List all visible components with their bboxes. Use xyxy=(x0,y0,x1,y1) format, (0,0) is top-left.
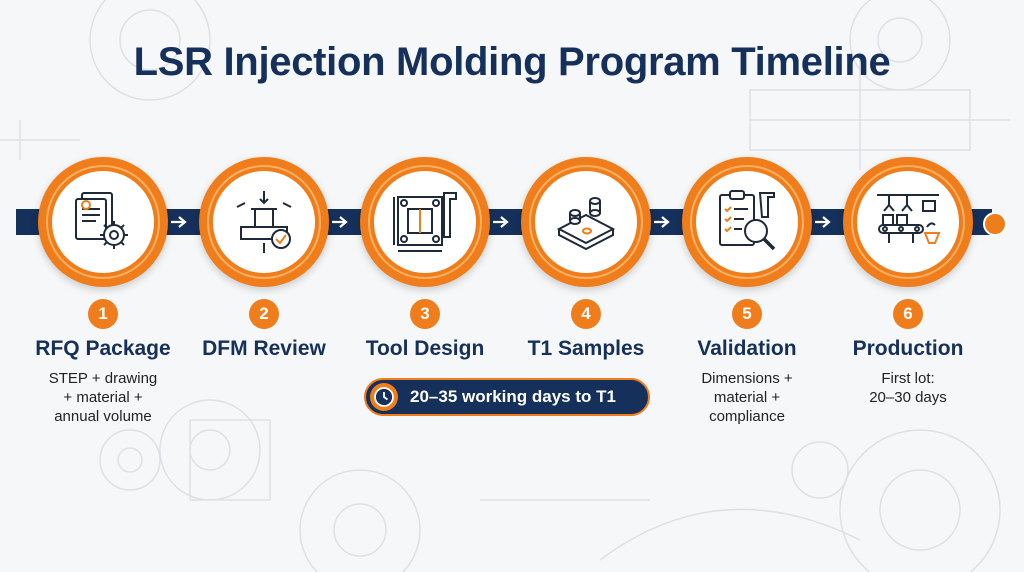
step-3-title: Tool Design xyxy=(365,337,485,360)
mold-blueprint-caliper-icon xyxy=(393,192,457,252)
arrow-right-icon xyxy=(171,216,187,228)
part-check-icon xyxy=(236,191,292,253)
step-4-number: 4 xyxy=(571,299,601,329)
step-3-number: 3 xyxy=(410,299,440,329)
step-6-title: Production xyxy=(852,337,964,360)
molded-parts-icon xyxy=(556,197,616,251)
arrow-right-icon xyxy=(815,216,831,228)
clipboard-magnifier-icon xyxy=(719,190,776,251)
step-4-node xyxy=(521,157,651,287)
production-line-icon xyxy=(877,194,941,244)
step-5-description: Dimensions +material +compliance xyxy=(701,370,793,425)
step-1-node xyxy=(38,157,168,287)
page-title: LSR Injection Molding Program Timeline xyxy=(133,40,891,84)
arrow-right-icon xyxy=(332,216,348,228)
clock-icon xyxy=(374,387,394,407)
step-5-node xyxy=(682,157,812,287)
step-1-title: RFQ Package xyxy=(35,337,171,360)
step-2-node xyxy=(199,157,329,287)
step-1-description: STEP + drawing+ material +annual volume xyxy=(48,370,158,425)
step-4-title: T1 Samples xyxy=(527,337,645,360)
step-6-description: First lot:20–30 days xyxy=(869,370,947,406)
step-5-number: 5 xyxy=(732,299,762,329)
step-3-node xyxy=(360,157,490,287)
step-5-title: Validation xyxy=(697,337,797,360)
step-2-number: 2 xyxy=(249,299,279,329)
step-6-node xyxy=(843,157,973,287)
duration-callout: 20–35 working days to T1 xyxy=(364,378,650,416)
duration-callout-text: 20–35 working days to T1 xyxy=(410,387,616,406)
documents-gear-icon xyxy=(75,192,128,249)
step-1-number: 1 xyxy=(88,299,118,329)
arrow-right-icon xyxy=(493,216,509,228)
arrow-right-icon xyxy=(654,216,670,228)
step-6-number: 6 xyxy=(893,299,923,329)
step-2-title: DFM Review xyxy=(202,337,326,360)
timeline-end-dot xyxy=(983,212,1007,236)
